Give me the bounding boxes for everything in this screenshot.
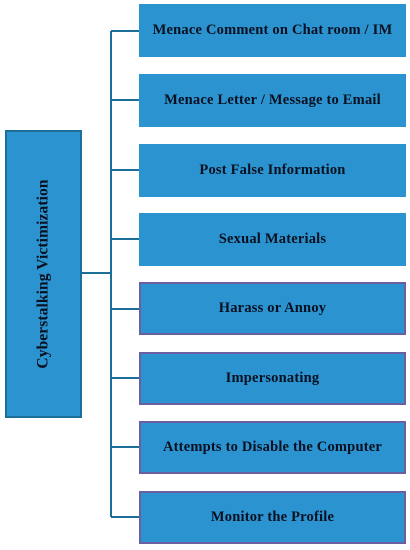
child-node-label: Harass or Annoy bbox=[218, 300, 327, 316]
child-node-harass: Harass or Annoy bbox=[139, 282, 406, 335]
child-node-sexual-materials: Sexual Materials bbox=[139, 213, 406, 266]
child-node-chat-menace: Menace Comment on Chat room / IM bbox=[139, 4, 406, 57]
child-node-label: Attempts to Disable the Computer bbox=[162, 439, 383, 455]
child-node-label: Monitor the Profile bbox=[210, 509, 335, 525]
child-node-label: Post False Information bbox=[199, 162, 346, 178]
child-node-false-information: Post False Information bbox=[139, 144, 406, 197]
root-node-label: Cyberstalking Victimization bbox=[34, 179, 52, 369]
child-node-label: Impersonating bbox=[225, 370, 320, 386]
child-node-disable-computer: Attempts to Disable the Computer bbox=[139, 421, 406, 474]
root-node: Cyberstalking Victimization bbox=[5, 130, 82, 418]
child-node-label: Sexual Materials bbox=[218, 231, 327, 247]
child-node-impersonating: Impersonating bbox=[139, 352, 406, 405]
child-node-label: Menace Letter / Message to Email bbox=[164, 92, 381, 108]
child-node-label: Menace Comment on Chat room / IM bbox=[152, 22, 393, 38]
child-node-email-menace: Menace Letter / Message to Email bbox=[139, 74, 406, 127]
child-node-monitor-profile: Monitor the Profile bbox=[139, 491, 406, 544]
